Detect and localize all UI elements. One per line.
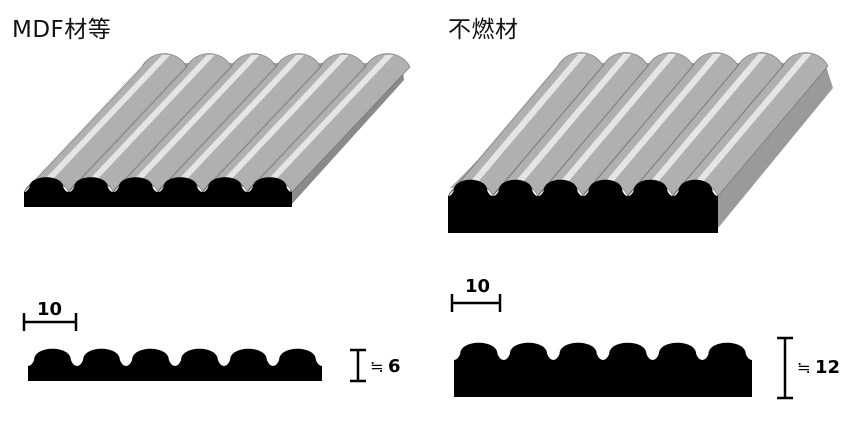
flute-highlight [558,54,677,184]
flute-shadow [540,56,656,192]
flute-highlight [468,54,587,184]
flute-shadow [585,56,701,192]
nonflammable-cross-section: 10 ≒ 12 [450,276,840,400]
nonflammable-pitch-dimension: 10 [450,276,502,312]
flute-highlight [44,55,171,180]
nonflammable-height-dimension: ≒ 12 [777,336,840,400]
nonflammable-profile-shape [454,342,752,397]
flute-highlight [178,55,305,180]
mdf-front-profile [24,177,292,207]
flute-shadow [115,57,239,188]
flute-shadow [249,57,373,188]
flute-highlight [648,54,767,184]
flute-shadow [204,57,329,188]
mdf-profile-shape [28,348,322,381]
flute-highlight [133,55,260,180]
panel-title-mdf: MDF材等 [12,17,112,43]
nonflammable-front-profile [448,179,718,233]
mdf-pitch-dimension: 10 [22,299,78,331]
mdf-cross-section: 10 ≒ 6 [22,299,401,383]
mdf-3d-panel [23,53,411,207]
nonflammable-flute-ridges [447,52,829,197]
flute-shadow [675,56,791,192]
flute-highlight [513,54,632,184]
nonflammable-panel-side-face [714,63,833,233]
nonflammable-height-label: 12 [815,357,840,378]
flute-highlight [603,54,722,184]
mdf-approx-symbol: ≒ [370,357,383,376]
flute-shadow [450,56,566,192]
mdf-height-dimension: ≒ 6 [350,348,401,383]
flute-shadow [630,56,746,192]
flute-highlight [88,55,215,180]
flute-highlight [222,55,349,180]
mdf-flute-ridges [23,53,411,193]
nonflammable-approx-symbol: ≒ [797,358,810,377]
mdf-pitch-label: 10 [37,299,62,320]
flute-shadow [160,57,284,188]
flute-shadow [495,56,611,192]
flute-highlight [267,55,394,180]
nonflammable-pitch-label: 10 [465,276,490,297]
nonflammable-3d-panel [447,52,833,233]
flute-shadow [26,57,150,188]
flute-shadow [70,57,195,188]
flute-highlight [693,54,812,184]
panel-title-nonflammable: 不燃材 [448,17,519,43]
mdf-height-label: 6 [388,356,401,377]
